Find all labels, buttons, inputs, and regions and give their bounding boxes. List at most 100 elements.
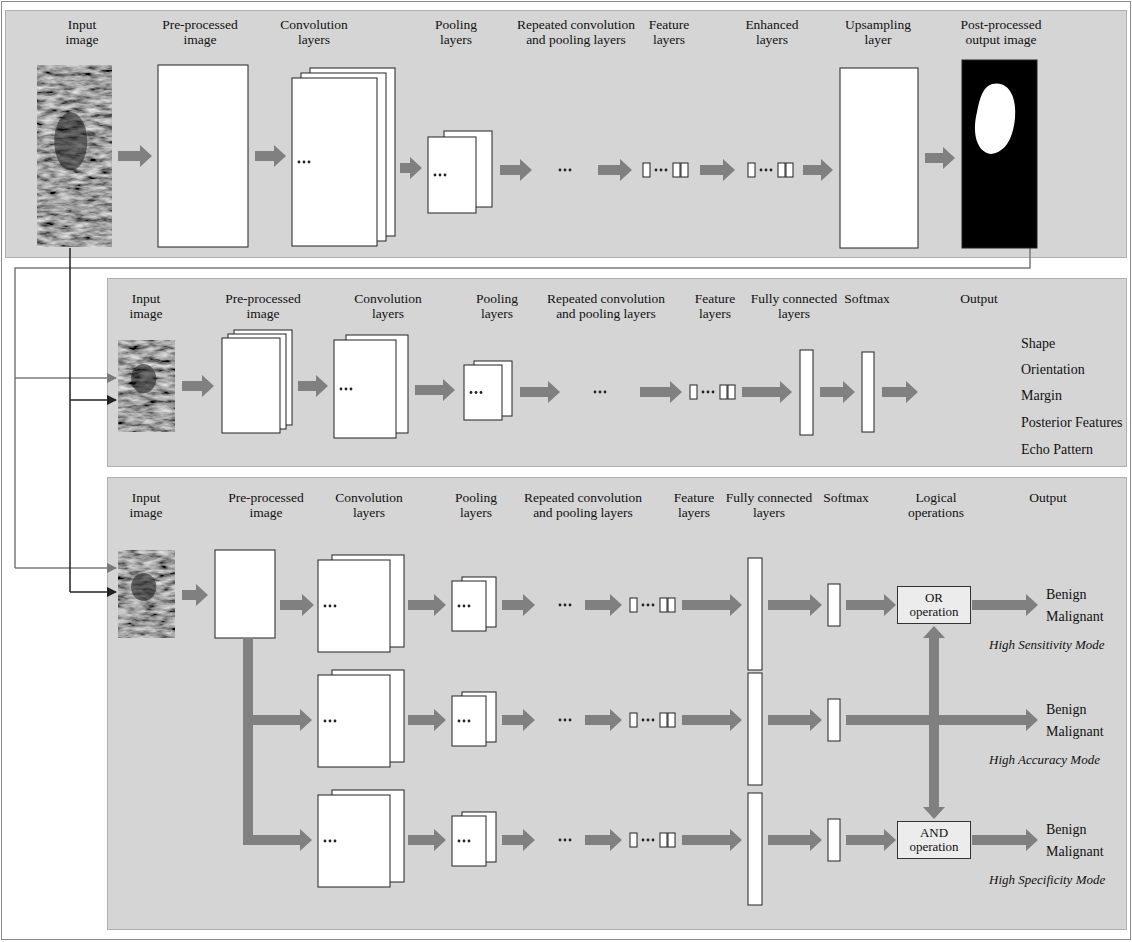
ellipsis-dot xyxy=(298,161,301,164)
softmax-layer xyxy=(828,699,840,741)
ellipsis-dot xyxy=(350,388,353,391)
lesion-mask xyxy=(975,83,1015,154)
column-header: Upsampling layer xyxy=(841,17,916,47)
feature-map xyxy=(668,598,675,612)
ellipsis-dot xyxy=(463,605,466,608)
layer-sheet xyxy=(222,338,280,433)
flow-arrow xyxy=(682,829,742,851)
mask-image xyxy=(962,60,1037,248)
ellipsis-dot xyxy=(712,391,715,394)
flow-arrow xyxy=(882,381,918,403)
lesion-shadow xyxy=(54,112,87,170)
feedback-line xyxy=(15,567,116,569)
column-header: Post-processed output image xyxy=(946,17,1056,47)
ellipsis-dot xyxy=(559,719,562,722)
flow-arrow xyxy=(182,375,214,397)
ellipsis-dot xyxy=(329,840,332,843)
column-header: Pooling layers xyxy=(470,291,525,321)
feature-map xyxy=(630,713,637,727)
ellipsis-dot xyxy=(345,388,348,391)
image-sheet xyxy=(215,550,275,638)
ellipsis-dot xyxy=(647,719,650,722)
flow-arrow xyxy=(298,375,328,397)
flow-arrow xyxy=(803,159,833,181)
feature-map xyxy=(748,163,755,177)
ellipsis-dot xyxy=(564,839,567,842)
column-header: Softmax xyxy=(837,291,897,306)
flow-arrow xyxy=(972,594,1038,616)
ellipsis-dot xyxy=(569,839,572,842)
layer-sheet xyxy=(292,78,377,246)
ellipsis-dot xyxy=(652,719,655,722)
feature-map xyxy=(690,385,697,399)
ellipsis-dot xyxy=(604,391,607,394)
dense-layer xyxy=(748,673,762,785)
ellipsis-dot xyxy=(660,169,663,172)
feature-map xyxy=(660,713,667,727)
flow-arrow xyxy=(742,381,792,403)
flow-arrow xyxy=(972,829,1038,851)
ellipsis-dot xyxy=(564,719,567,722)
dense-layer xyxy=(800,350,813,435)
column-header: Repeated convolution and pooling layers xyxy=(511,17,641,47)
ellipsis-dot xyxy=(434,174,437,177)
input-line xyxy=(69,248,71,592)
ellipsis-dot xyxy=(458,720,461,723)
column-header: Pre-processed image xyxy=(221,490,311,520)
flow-arrow xyxy=(923,626,945,720)
flow-arrow xyxy=(846,709,1038,731)
ellipsis-dot xyxy=(444,174,447,177)
ellipsis-dot xyxy=(324,720,327,723)
flow-arrow xyxy=(248,829,312,851)
layer-sheet xyxy=(318,675,390,767)
ellipsis-dot xyxy=(569,719,572,722)
ellipsis-dot xyxy=(594,391,597,394)
output-label: Echo Pattern xyxy=(1021,442,1093,458)
ellipsis-dot xyxy=(652,839,655,842)
ellipsis-dot xyxy=(439,174,442,177)
column-header: Input image xyxy=(60,17,105,47)
column-header: Fully connected layers xyxy=(742,291,847,321)
dense-layer xyxy=(748,793,762,905)
flow-arrow xyxy=(408,709,446,731)
column-header: Softmax xyxy=(816,490,876,505)
ellipsis-dot xyxy=(564,604,567,607)
ellipsis-dot xyxy=(308,161,311,164)
ellipsis-dot xyxy=(569,169,572,172)
ellipsis-dot xyxy=(468,840,471,843)
ellipsis-dot xyxy=(324,840,327,843)
ellipsis-dot xyxy=(458,605,461,608)
column-header: Pre-processed image xyxy=(218,291,308,321)
flow-arrow xyxy=(923,720,945,819)
feature-map xyxy=(643,163,650,177)
column-header: Feature layers xyxy=(688,291,743,321)
flow-arrow xyxy=(846,594,896,616)
ellipsis-dot xyxy=(707,391,710,394)
output-label: Malignant xyxy=(1046,609,1104,625)
softmax-layer xyxy=(862,352,874,432)
flow-arrow xyxy=(846,829,896,851)
layer-sheet xyxy=(318,560,390,652)
input-line xyxy=(70,591,116,593)
column-header: Convolution layers xyxy=(274,17,354,47)
ellipsis-dot xyxy=(647,839,650,842)
ellipsis-dot xyxy=(564,169,567,172)
ultrasound-image xyxy=(118,340,175,432)
ellipsis-dot xyxy=(468,605,471,608)
flow-arrow xyxy=(682,594,742,616)
ellipsis-dot xyxy=(642,839,645,842)
flow-arrow xyxy=(255,145,286,167)
ellipsis-dot xyxy=(702,391,705,394)
column-header: Repeated convolution and pooling layers xyxy=(518,490,648,520)
ellipsis-dot xyxy=(559,169,562,172)
ellipsis-dot xyxy=(334,605,337,608)
softmax-layer xyxy=(828,584,840,626)
column-header: Convolution layers xyxy=(329,490,409,520)
flow-arrow xyxy=(682,709,742,731)
lesion-shadow xyxy=(131,573,156,601)
ellipsis-dot xyxy=(463,720,466,723)
layer-sheet xyxy=(334,340,396,438)
ellipsis-dot xyxy=(765,169,768,172)
mode-label: High Accuracy Mode xyxy=(989,752,1100,767)
